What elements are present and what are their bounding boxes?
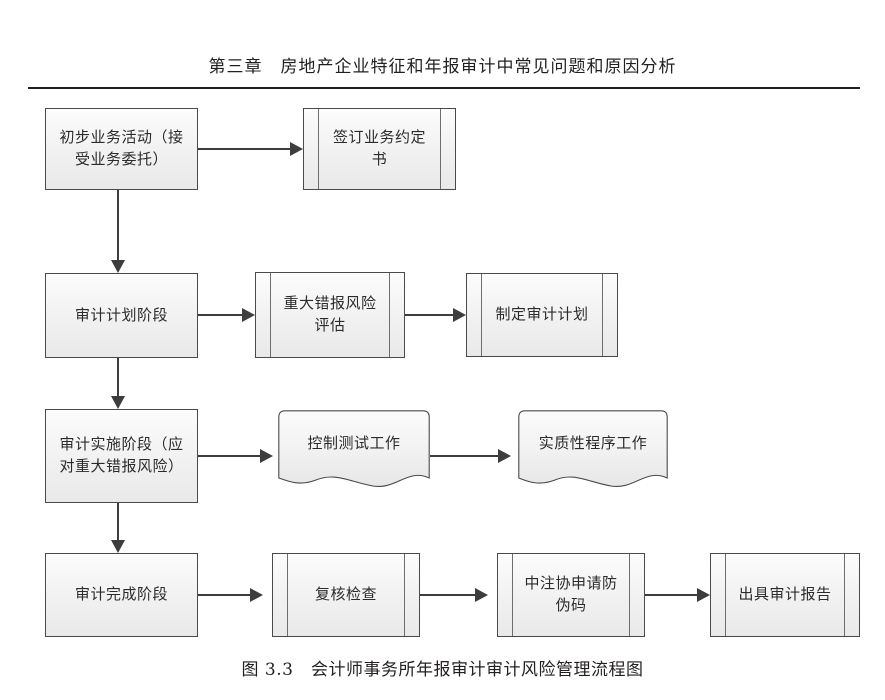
node-label: 制定审计计划	[495, 305, 589, 324]
edge-n6-n9-line	[117, 503, 119, 540]
node-review-inspection[interactable]: 复核检查	[272, 553, 420, 637]
edge-n3-n6-arrowhead	[111, 396, 125, 409]
node-label: 复核检查	[314, 585, 377, 604]
edge-n4-n5-arrowhead	[453, 308, 466, 322]
edge-n11-n12-arrowhead	[697, 588, 710, 602]
header-rule	[28, 87, 860, 89]
document-shape-outline	[518, 410, 668, 487]
node-label: 出具审计报告	[738, 585, 832, 604]
edge-n10-n11-line	[420, 594, 475, 596]
node-label: 审计计划阶段	[74, 305, 168, 324]
edge-n1-n3-arrowhead	[111, 260, 125, 273]
node-label: 重大错报风险 评估	[283, 294, 377, 334]
node-audit-execution-stage[interactable]: 审计实施阶段（应 对重大错报风险）	[45, 409, 198, 503]
node-audit-completion-stage[interactable]: 审计完成阶段	[45, 553, 198, 637]
edge-n7-n8-arrowhead	[498, 449, 511, 463]
edge-n1-n2-line	[198, 148, 290, 150]
edge-n6-n7-arrowhead	[260, 449, 273, 463]
edge-n11-n12-line	[645, 594, 697, 596]
node-label: 中注协申请防 伪码	[524, 574, 618, 614]
edge-n7-n8-line	[430, 455, 498, 457]
node-substantive-procedures-work[interactable]: 实质性程序工作	[518, 410, 668, 492]
node-audit-planning-stage[interactable]: 审计计划阶段	[45, 273, 198, 358]
node-label: 签订业务约定 书	[332, 128, 426, 168]
edge-n3-n6-line	[117, 358, 119, 396]
edge-n10-n11-arrowhead	[475, 588, 488, 602]
page-header-title: 第三章 房地产企业特征和年报审计中常见问题和原因分析	[208, 57, 677, 77]
edge-n1-n2-arrowhead	[290, 142, 303, 156]
document-shape-outline	[278, 410, 430, 487]
edge-n6-n9-arrowhead	[111, 540, 125, 553]
node-label: 实质性程序工作	[538, 434, 648, 453]
node-label: 审计完成阶段	[74, 585, 168, 604]
node-label: 审计实施阶段（应 对重大错报风险）	[59, 435, 184, 475]
edge-n3-n4-arrowhead	[242, 308, 255, 322]
node-label: 控制测试工作	[307, 434, 401, 453]
node-cicpa-anti-counterfeit-code-application[interactable]: 中注协申请防 伪码	[497, 553, 645, 637]
edge-n3-n4-line	[198, 314, 242, 316]
node-issue-audit-report[interactable]: 出具审计报告	[710, 553, 860, 637]
figure-caption: 图 3.3 会计师事务所年报审计审计风险管理流程图	[241, 660, 644, 680]
node-preliminary-engagement-activities[interactable]: 初步业务活动（接 受业务委托）	[45, 108, 198, 190]
node-material-misstatement-risk-assessment[interactable]: 重大错报风险 评估	[255, 272, 405, 358]
edge-n4-n5-line	[405, 314, 453, 316]
node-label: 初步业务活动（接 受业务委托）	[59, 128, 184, 168]
node-control-testing-work[interactable]: 控制测试工作	[278, 410, 430, 492]
node-formulate-audit-plan[interactable]: 制定审计计划	[466, 273, 618, 357]
edge-n1-n3-line	[117, 190, 119, 260]
edge-n9-n10-arrowhead	[250, 588, 263, 602]
edge-n9-n10-line	[198, 594, 250, 596]
edge-n6-n7-line	[198, 455, 260, 457]
node-sign-engagement-letter[interactable]: 签订业务约定 书	[303, 108, 456, 190]
